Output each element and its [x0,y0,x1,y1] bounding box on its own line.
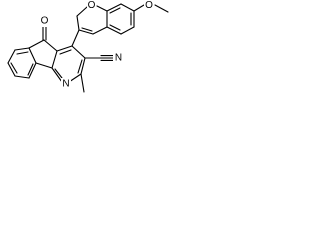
bond-double-inner [77,59,83,74]
bond [80,57,86,75]
bond-double-inner [109,7,121,14]
bond-double-inner [16,51,29,55]
bond [56,45,73,52]
bond [7,62,16,77]
bond [96,5,108,12]
bond [28,39,45,49]
bond [106,26,122,35]
bond-methyl [80,73,85,93]
molecule-structure: O O O N N [7,0,169,93]
ring-oxygen: O [87,0,96,11]
bond-layer [7,3,169,93]
bond [43,39,58,52]
pyridine-nitrogen: N [61,78,71,90]
ketone-oxygen-label: O [41,16,49,27]
bond [28,47,37,64]
bond [76,15,80,31]
bond-double-inner [54,68,63,79]
bond [92,26,108,35]
bond-methoxy [133,4,145,12]
bond-double-inner [59,49,72,55]
bond [71,45,86,59]
bond-double-inner [27,63,34,76]
bond [76,6,88,17]
bond [51,50,58,69]
nitrile-nitrogen: N [113,52,123,64]
ketone-oxygen: O [40,15,49,27]
bond [51,67,63,83]
pyridine-nitrogen-label: N [62,79,69,90]
bond [120,3,135,12]
nitrile-nitrogen-label: N [115,53,122,64]
bond [14,47,30,51]
bond-double-inner [109,24,121,31]
bond-double-inner [10,62,18,74]
bond [71,29,80,47]
bond [78,29,94,35]
bond [106,3,122,12]
atom-label-layer: O O O N N [40,0,154,90]
methoxy-oxygen-label: O [145,0,153,11]
bond-double-inner [81,27,93,32]
bond-methoxy [154,4,169,13]
bond [120,26,135,35]
bond [7,49,16,64]
ring-oxygen-label: O [88,0,96,11]
methoxy-oxygen: O [144,0,154,11]
bond [35,62,53,69]
bond [14,75,30,79]
bond [28,62,37,79]
